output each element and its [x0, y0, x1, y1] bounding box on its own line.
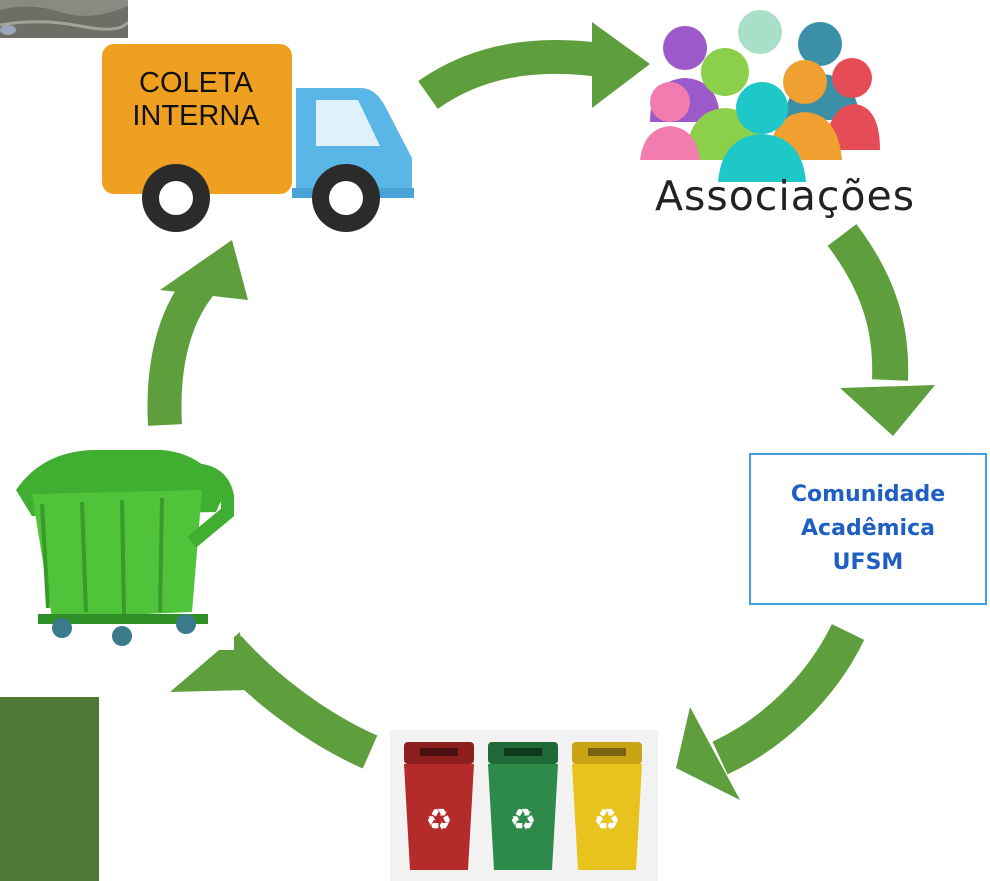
corner-green-block: [0, 697, 99, 881]
dumpster-icon: [2, 432, 234, 650]
associations-label: Associações: [654, 172, 916, 220]
corner-photo-fragment: [0, 0, 128, 38]
people-group-icon: [640, 10, 880, 182]
truck-icon: COLETA INTERNA: [96, 38, 416, 238]
recycle-bins-icon: ♻ ♻ ♻: [390, 730, 658, 881]
truck-label-line2: INTERNA: [132, 100, 260, 132]
community-box: Comunidade Acadêmica UFSM: [749, 453, 987, 605]
truck-label: COLETA INTERNA: [108, 60, 284, 140]
community-line1: Comunidade: [790, 481, 946, 507]
truck-label-line1: COLETA: [139, 66, 253, 99]
svg-text:♻: ♻: [510, 803, 537, 838]
arrow-truck-to-associations: [418, 22, 650, 110]
arrow-community-to-bins: [676, 623, 865, 800]
arrow-bins-to-dumpster: [170, 632, 378, 769]
community-line2: Acadêmica: [801, 515, 935, 541]
svg-text:♻: ♻: [594, 803, 621, 838]
svg-text:♻: ♻: [426, 803, 453, 838]
community-line3: UFSM: [832, 550, 904, 576]
arrow-dumpster-to-truck: [147, 240, 248, 426]
arrow-associations-to-community: [827, 224, 935, 436]
